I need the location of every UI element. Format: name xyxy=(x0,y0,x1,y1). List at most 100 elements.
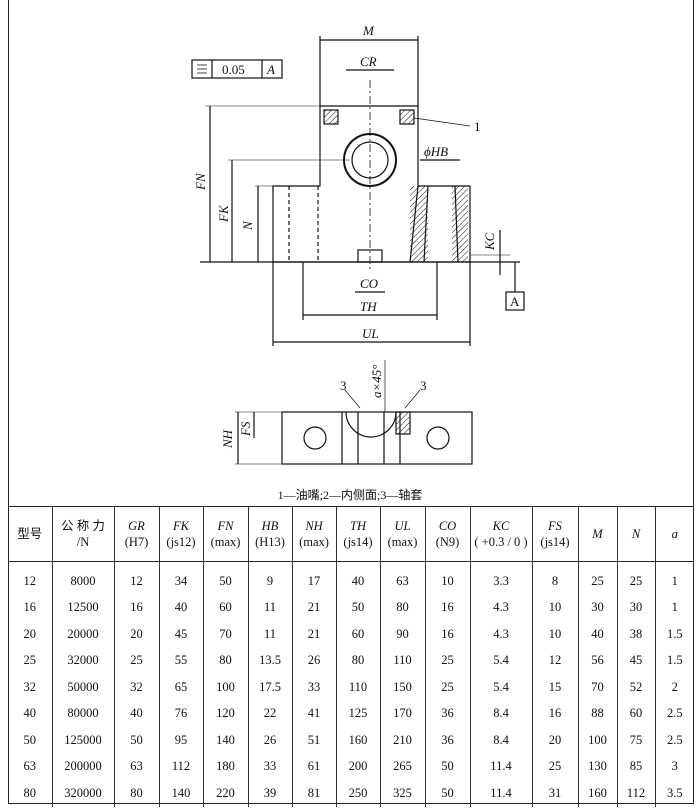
header-label: KC xyxy=(492,519,510,533)
table-cell: 80 xyxy=(23,785,37,800)
dim-TH: TH xyxy=(360,299,377,314)
header-sublabel: (H13) xyxy=(255,535,285,549)
table-cell: 1 xyxy=(654,561,694,595)
table-cell: 25 xyxy=(424,674,470,701)
table-cell: 5.4 xyxy=(469,647,532,674)
table-cell: 12 xyxy=(113,561,159,595)
table-cell: 10 xyxy=(424,561,470,595)
header-label: FK xyxy=(173,519,189,533)
table-cell: 2.5 xyxy=(654,727,694,754)
table-cell: 9 xyxy=(247,561,292,595)
table-cell: 75 xyxy=(616,727,655,754)
table-cell: 81 xyxy=(291,780,336,807)
column-header: 型号 xyxy=(8,506,52,562)
dim-FN: FN xyxy=(193,172,208,191)
table-cell: 12 xyxy=(531,647,578,674)
header-label: 型号 xyxy=(17,527,43,541)
datum-A: A xyxy=(510,294,520,309)
column-header: FN(max) xyxy=(202,506,248,562)
table-cell: 16 xyxy=(531,700,578,727)
table-cell: 21 xyxy=(291,621,336,648)
table-cell: 250 xyxy=(335,780,380,807)
table-cell: 26 xyxy=(291,647,336,674)
dim-CO: CO xyxy=(360,276,379,291)
table-cell: 50 xyxy=(113,727,159,754)
tolerance-value: 0.05 xyxy=(222,62,245,77)
table-cell: 11.4 xyxy=(469,753,532,780)
table-cell: 26 xyxy=(247,727,292,754)
header-label: GR xyxy=(128,519,145,533)
table-cell: 80 xyxy=(335,647,380,674)
table-cell: 20000 xyxy=(51,621,114,648)
table-cell: 12500 xyxy=(51,594,114,621)
column-header: HB (H13) xyxy=(247,506,292,562)
table-cell: 70 xyxy=(577,674,617,701)
callout-1: 1 xyxy=(474,119,481,134)
table-cell: 25 xyxy=(531,753,578,780)
header-label: HB xyxy=(261,519,279,533)
table-cell: 20 xyxy=(531,727,578,754)
table-cell: 39 xyxy=(247,780,292,807)
table-cell: 76 xyxy=(158,700,203,727)
table-cell: 63 xyxy=(23,759,37,774)
table-cell: 50 xyxy=(202,561,248,595)
header-sublabel: (N9) xyxy=(435,535,460,549)
table-cell: 95 xyxy=(158,727,203,754)
table-cell: 140 xyxy=(158,780,203,807)
header-sublabel: ( +0.3 / 0 ) xyxy=(474,535,528,549)
header-sublabel: (js14) xyxy=(343,535,373,549)
header-sublabel: (js12) xyxy=(166,535,196,549)
table-cell: 50 xyxy=(424,753,470,780)
table-cell: 45 xyxy=(158,621,203,648)
table-cell: 5.4 xyxy=(469,674,532,701)
header-sublabel: (js14) xyxy=(540,535,570,549)
header-sublabel: (max) xyxy=(387,535,418,549)
table-cell: 11 xyxy=(247,621,292,648)
table-cell: 210 xyxy=(379,727,425,754)
table-cell: 160 xyxy=(335,727,380,754)
table-cell: 32 xyxy=(113,674,159,701)
table-cell: 200000 xyxy=(51,753,114,780)
table-cell: 170 xyxy=(379,700,425,727)
table-cell: 25 xyxy=(424,647,470,674)
table-cell: 60 xyxy=(616,700,655,727)
table-cell: 13.5 xyxy=(247,647,292,674)
table-cell: 80 xyxy=(202,647,248,674)
table-cell: 325 xyxy=(379,780,425,807)
table-cell: 150 xyxy=(379,674,425,701)
table-cell: 32 xyxy=(23,679,37,694)
table-cell: 65 xyxy=(158,674,203,701)
table-cell: 1.5 xyxy=(654,647,694,674)
table-cell: 50000 xyxy=(51,674,114,701)
table-cell: 110 xyxy=(379,647,425,674)
column-header: FK (js12) xyxy=(158,506,203,562)
table-cell: 120 xyxy=(202,700,248,727)
dim-UL: UL xyxy=(362,326,379,341)
tolerance-datum: A xyxy=(266,62,275,77)
table-cell: 38 xyxy=(616,621,655,648)
table-cell: 50 xyxy=(23,732,37,747)
table-cell: 20 xyxy=(113,621,159,648)
table-cell: 88 xyxy=(577,700,617,727)
header-label: FS xyxy=(548,519,562,533)
table-cell: 40 xyxy=(113,700,159,727)
table-cell: 60 xyxy=(335,621,380,648)
table-cell: 40 xyxy=(335,561,380,595)
column-header: FS (js14) xyxy=(531,506,578,562)
table-cell: 17 xyxy=(291,561,336,595)
dim-FS: FS xyxy=(238,421,253,437)
table-cell: 3.5 xyxy=(654,780,694,807)
header-label: CO xyxy=(438,519,457,533)
table-cell: 2 xyxy=(654,674,694,701)
table-cell: 125 xyxy=(335,700,380,727)
